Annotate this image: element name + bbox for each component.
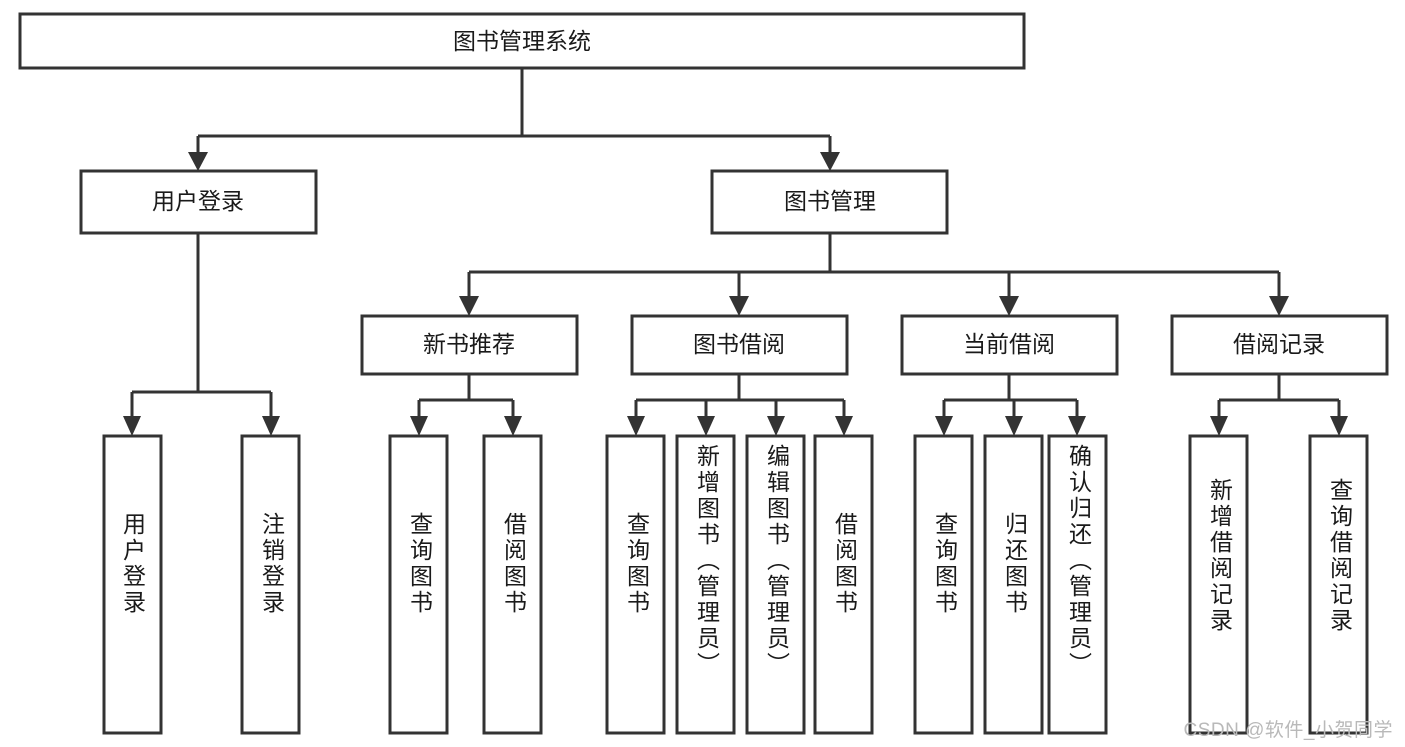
arrowhead-leaf-add-book: [697, 416, 715, 436]
node-book-manage-label: 图书管理: [784, 188, 876, 214]
arrowhead-leaf-return-book: [1005, 416, 1023, 436]
node-user-login-label: 用户登录: [152, 188, 244, 214]
arrowhead-leaf-query-book-1: [410, 416, 428, 436]
arrowhead-leaf-logout: [262, 416, 280, 436]
leaf-query-record-rect[interactable]: [1308, 434, 1369, 735]
node-root[interactable]: 图书管理系统: [18, 12, 1026, 70]
arrowhead-new-book-rec: [459, 296, 479, 316]
connector-book-manage-to-level3: [459, 233, 1289, 316]
node-borrow-record-label: 借阅记录: [1233, 331, 1325, 357]
connector-root-to-level2: [188, 68, 840, 171]
connector-user-login-to-leaves: [123, 233, 280, 436]
arrowhead-book-manage: [820, 152, 840, 171]
csdn-watermark: CSDN @软件_小贺同学: [1183, 720, 1393, 741]
node-book-manage[interactable]: 图书管理: [710, 169, 949, 235]
node-book-borrow-rect: [630, 314, 849, 376]
leaf-borrow-book-1-rect[interactable]: [482, 434, 543, 735]
arrowhead-current-borrow: [999, 296, 1019, 316]
arrowhead-leaf-borrow-book-1: [504, 416, 522, 436]
arrowhead-book-borrow: [729, 296, 749, 316]
node-borrow-record[interactable]: 借阅记录: [1170, 314, 1389, 376]
node-book-manage-rect: [710, 169, 949, 235]
connector-book-borrow-to-leaves: [627, 374, 853, 436]
leaf-logout-rect[interactable]: [240, 434, 301, 735]
leaf-query-book-3-rect[interactable]: [913, 434, 974, 735]
node-book-borrow[interactable]: 图书借阅: [630, 314, 849, 376]
leaf-query-book-1-rect[interactable]: [388, 434, 449, 735]
leaf-add-book-rect[interactable]: [675, 434, 736, 735]
arrowhead-leaf-borrow-book-2: [835, 416, 853, 436]
node-current-borrow[interactable]: 当前借阅: [900, 314, 1119, 376]
node-current-borrow-rect: [900, 314, 1119, 376]
node-new-book-rec-rect: [360, 314, 579, 376]
node-new-book-rec-label: 新书推荐: [423, 331, 515, 357]
node-current-borrow-label: 当前借阅: [963, 331, 1055, 357]
arrowhead-borrow-record: [1269, 296, 1289, 316]
arrowhead-user-login: [188, 152, 208, 171]
node-new-book-rec[interactable]: 新书推荐: [360, 314, 579, 376]
leaf-borrow-book-2-rect[interactable]: [813, 434, 874, 735]
leaf-confirm-return-rect[interactable]: [1047, 434, 1108, 735]
leaf-edit-book-rect[interactable]: [745, 434, 806, 735]
leaf-user-login-rect[interactable]: [102, 434, 163, 735]
connector-current-borrow-to-leaves: [935, 374, 1086, 436]
arrowhead-leaf-query-book-3: [935, 416, 953, 436]
leaf-query-book-2-rect[interactable]: [605, 434, 666, 735]
node-user-login[interactable]: 用户登录: [79, 169, 318, 235]
leaf-return-book-rect[interactable]: [983, 434, 1044, 735]
node-borrow-record-rect: [1170, 314, 1389, 376]
connector-borrow-record-to-leaves: [1210, 374, 1348, 436]
arrowhead-leaf-query-record: [1330, 416, 1348, 436]
leaf-boxes: [102, 434, 1369, 735]
arrowhead-leaf-add-record: [1210, 416, 1228, 436]
arrowhead-leaf-edit-book: [767, 416, 785, 436]
node-root-rect: [18, 12, 1026, 70]
node-root-label: 图书管理系统: [453, 28, 591, 54]
node-book-borrow-label: 图书借阅: [693, 331, 785, 357]
connector-new-book-rec-to-leaves: [410, 374, 522, 436]
arrowhead-leaf-confirm-return: [1068, 416, 1086, 436]
arrowhead-leaf-user-login: [123, 416, 141, 436]
arrowhead-leaf-query-book-2: [627, 416, 645, 436]
leaf-add-record-rect[interactable]: [1188, 434, 1249, 735]
